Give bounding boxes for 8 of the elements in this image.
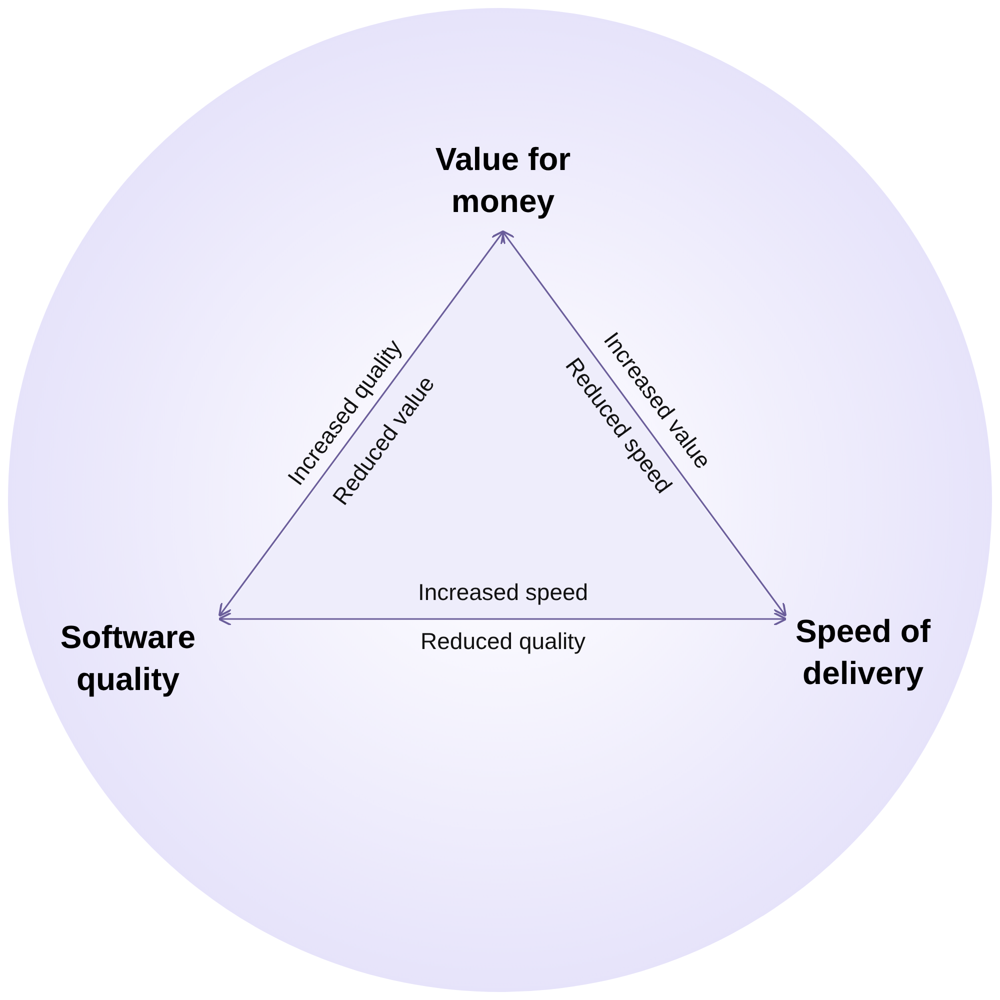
effect-label: Reduced quality [420, 628, 586, 654]
double-arrow [218, 612, 788, 626]
node-label: Value for money [434, 140, 572, 221]
double-arrow [218, 230, 505, 617]
double-arrow [501, 230, 787, 617]
node-label: Speed of delivery [794, 612, 932, 693]
node-label: Software quality [59, 618, 197, 699]
edge-label: Increased speed [418, 578, 588, 606]
